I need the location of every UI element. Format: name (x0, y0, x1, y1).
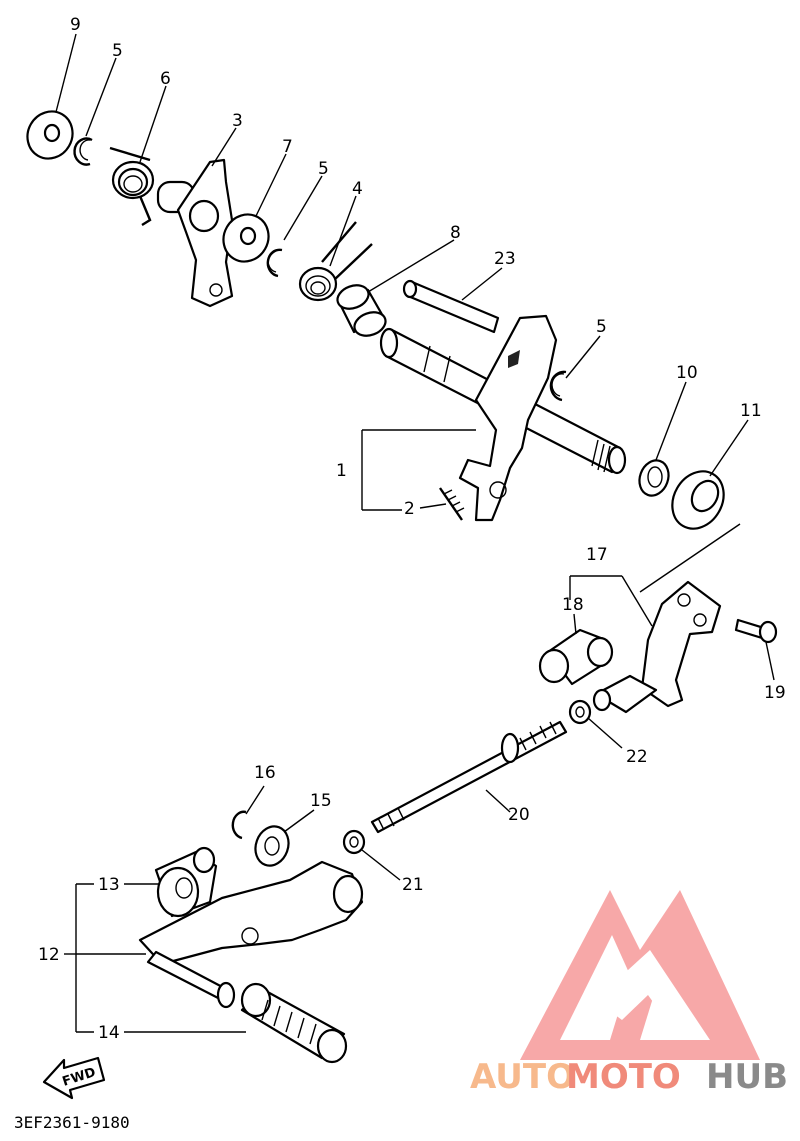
callout-7: 7 (282, 137, 293, 157)
callout-23: 23 (494, 249, 516, 269)
callout-22: 22 (626, 747, 648, 767)
part-21-nut (342, 829, 366, 855)
callout-5-b: 5 (318, 159, 329, 179)
callout-20: 20 (508, 805, 530, 825)
callout-12: 12 (38, 945, 60, 965)
callout-1: 1 (336, 461, 347, 481)
callout-13: 13 (98, 875, 120, 895)
leader-lines (55, 33, 775, 1033)
part-5-circlip-a (73, 137, 93, 166)
callout-16: 16 (254, 763, 276, 783)
part-16-circlip (231, 810, 247, 840)
part-6-spring (109, 146, 155, 227)
part-3-shift-lever (156, 158, 234, 308)
part-18-joint (538, 628, 614, 686)
part-9-washer (26, 110, 74, 160)
part-22-nut (568, 699, 592, 725)
part-17-shift-arm (640, 580, 722, 708)
part-code: 3EF2361-9180 (14, 1113, 130, 1132)
callout-3: 3 (232, 111, 243, 131)
part-12-shift-pedal (138, 860, 364, 1009)
watermark-logo (520, 890, 760, 1060)
callout-15: 15 (310, 791, 332, 811)
part-19-bolt (734, 618, 778, 644)
part-1-shift-shaft (379, 314, 627, 522)
part-17-joint (592, 674, 658, 714)
part-15-washer (254, 825, 290, 867)
part-23-pin (402, 279, 500, 334)
part-5-circlip-c (549, 370, 567, 402)
callout-10: 10 (676, 363, 698, 383)
part-8-collar (336, 284, 387, 337)
callout-4: 4 (352, 179, 363, 199)
callout-17: 17 (586, 545, 608, 565)
callout-21: 21 (402, 875, 424, 895)
part-7-washer (222, 213, 270, 263)
callout-5-a: 5 (112, 41, 123, 61)
callout-9: 9 (70, 15, 81, 35)
callout-8: 8 (450, 223, 461, 243)
part-5-circlip-b (266, 248, 283, 278)
part-10-washer (638, 459, 670, 497)
part-14-pedal-rubber (240, 982, 348, 1064)
fwd-arrow-icon: FWD (42, 1056, 106, 1100)
part-11-oil-seal (671, 470, 725, 530)
watermark-word-hub: HUB (706, 1057, 788, 1097)
part-13-joint (154, 846, 218, 918)
callout-18: 18 (562, 595, 584, 615)
callout-11: 11 (740, 401, 762, 421)
part-2-spring (439, 487, 465, 521)
callout-2: 2 (404, 499, 415, 519)
callout-19: 19 (764, 683, 786, 703)
part-20-shift-rod (370, 720, 568, 834)
watermark-word-auto: AUTO (470, 1057, 575, 1097)
callout-6: 6 (160, 69, 171, 89)
callout-14: 14 (98, 1023, 120, 1043)
watermark-word-moto: MOTO (566, 1057, 681, 1097)
callout-5-c: 5 (596, 317, 607, 337)
